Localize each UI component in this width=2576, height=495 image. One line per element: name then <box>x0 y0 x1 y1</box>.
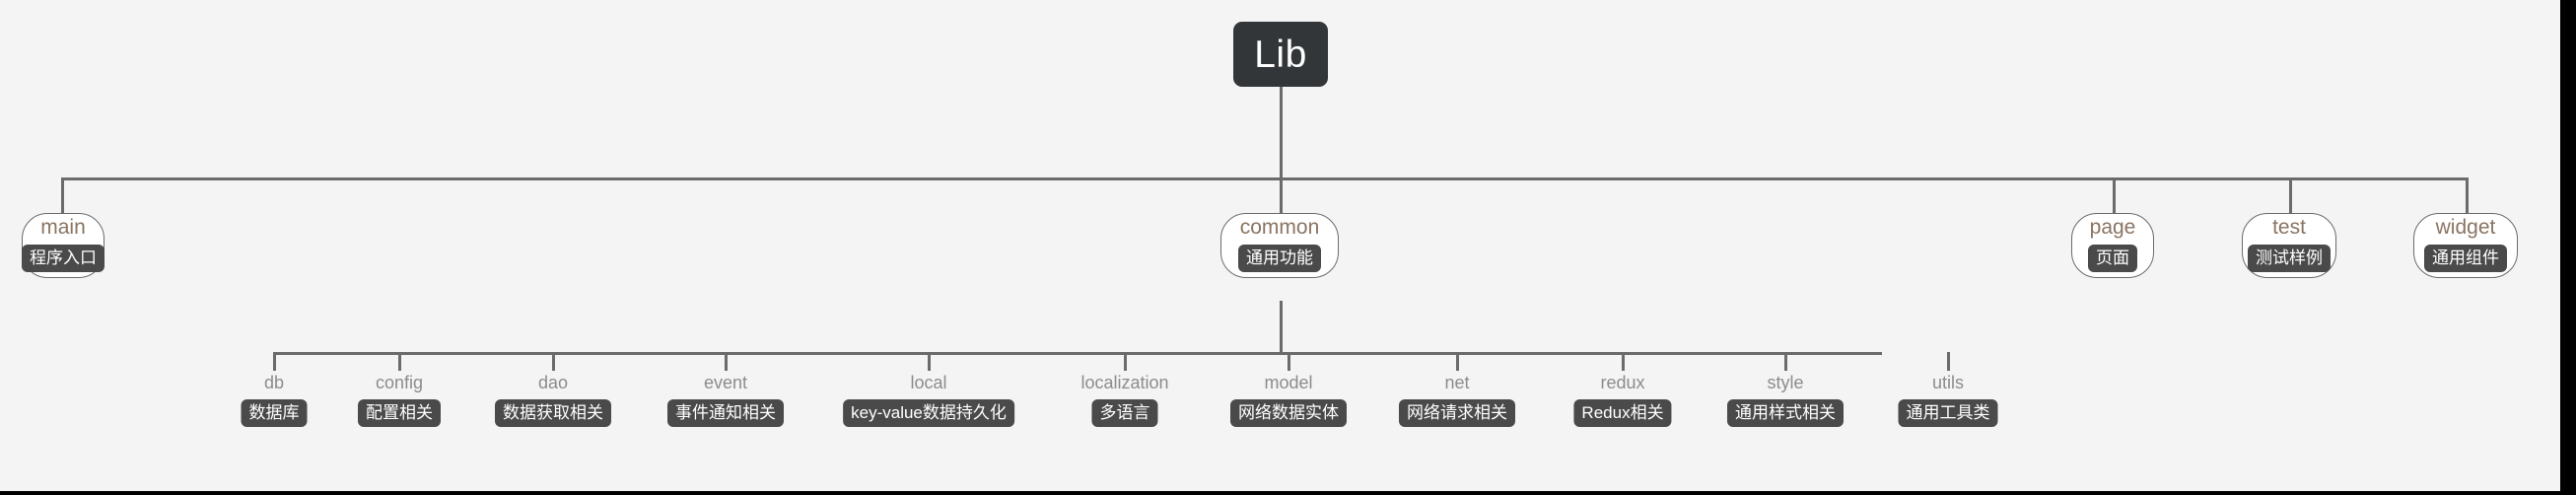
branch-node-page[interactable]: page 页面 <box>2071 213 2154 278</box>
leaf-node-utils-badge: 通用工具类 <box>1898 398 1998 427</box>
leaf-node-style-title: style <box>1767 373 1804 392</box>
leaf-node-db[interactable]: db 数据库 <box>241 373 308 427</box>
branch-node-test-badge: 测试样例 <box>2248 244 2331 273</box>
leaf-node-style-badge: 通用样式相关 <box>1727 398 1844 427</box>
right-edge-strip <box>2560 0 2576 495</box>
connector-drop-event <box>725 352 728 371</box>
leaf-node-event[interactable]: event 事件通知相关 <box>667 373 784 427</box>
connector-drop-main <box>61 177 64 214</box>
connector-drop-localization <box>1124 352 1127 371</box>
connector-drop-db <box>273 352 276 371</box>
leaf-node-dao[interactable]: dao 数据获取相关 <box>495 373 611 427</box>
leaf-node-local[interactable]: local key-value数据持久化 <box>843 373 1014 427</box>
connector-drop-model <box>1288 352 1290 371</box>
leaf-node-model[interactable]: model 网络数据实体 <box>1230 373 1347 427</box>
leaf-node-localization-title: localization <box>1080 373 1169 392</box>
leaf-node-db-title: db <box>263 373 285 392</box>
branch-node-common[interactable]: common 通用功能 <box>1220 213 1339 278</box>
connector-drop-config <box>398 352 401 371</box>
leaf-node-local-title: local <box>910 373 947 392</box>
leaf-node-config-badge: 配置相关 <box>358 398 441 427</box>
connector-root-stem <box>1280 87 1283 178</box>
leaf-node-net[interactable]: net 网络请求相关 <box>1399 373 1515 427</box>
connector-drop-test <box>2289 177 2292 214</box>
branch-node-common-title: common <box>1239 215 1320 239</box>
leaf-node-config[interactable]: config 配置相关 <box>358 373 441 427</box>
leaf-node-model-badge: 网络数据实体 <box>1230 398 1347 427</box>
leaf-node-utils-title: utils <box>1931 373 1964 392</box>
branch-node-common-badge: 通用功能 <box>1238 244 1321 273</box>
connector-drop-dao <box>552 352 555 371</box>
connector-drop-style <box>1784 352 1787 371</box>
leaf-node-net-badge: 网络请求相关 <box>1399 398 1515 427</box>
branch-node-page-badge: 页面 <box>2088 244 2137 273</box>
leaf-node-db-badge: 数据库 <box>241 398 308 427</box>
connector-drop-page <box>2113 177 2116 214</box>
leaf-node-event-badge: 事件通知相关 <box>667 398 784 427</box>
leaf-node-event-title: event <box>703 373 748 392</box>
leaf-node-redux-title: redux <box>1600 373 1645 392</box>
leaf-node-config-title: config <box>375 373 424 392</box>
connector-drop-common <box>1280 177 1283 214</box>
leaf-node-redux-badge: Redux相关 <box>1573 398 1672 427</box>
leaf-node-redux[interactable]: redux Redux相关 <box>1573 373 1672 427</box>
branch-node-main[interactable]: main 程序入口 <box>22 213 104 278</box>
leaf-node-model-title: model <box>1264 373 1313 392</box>
leaf-node-dao-title: dao <box>537 373 569 392</box>
leaf-node-net-title: net <box>1444 373 1470 392</box>
branch-node-widget-badge: 通用组件 <box>2424 244 2507 273</box>
bottom-edge-strip <box>0 491 2576 495</box>
connector-level2-bus <box>61 177 2467 180</box>
connector-common-stem <box>1280 301 1283 353</box>
root-node-label: Lib <box>1254 33 1307 76</box>
leaf-node-utils[interactable]: utils 通用工具类 <box>1898 373 1998 427</box>
leaf-node-local-badge: key-value数据持久化 <box>843 398 1014 427</box>
leaf-node-dao-badge: 数据获取相关 <box>495 398 611 427</box>
leaf-node-localization[interactable]: localization 多语言 <box>1080 373 1169 427</box>
connector-drop-net <box>1456 352 1459 371</box>
branch-node-test[interactable]: test 测试样例 <box>2242 213 2336 278</box>
branch-node-widget-title: widget <box>2435 215 2496 239</box>
connector-drop-widget <box>2466 177 2469 214</box>
connector-drop-local <box>928 352 931 371</box>
branch-node-main-title: main <box>40 215 86 239</box>
connector-drop-redux <box>1622 352 1625 371</box>
leaf-node-localization-badge: 多语言 <box>1091 398 1158 427</box>
leaf-node-style[interactable]: style 通用样式相关 <box>1727 373 1844 427</box>
root-node-lib[interactable]: Lib <box>1233 22 1328 87</box>
connector-drop-utils <box>1947 352 1950 371</box>
connector-level3-bus <box>273 352 1882 355</box>
branch-node-test-title: test <box>2272 215 2306 239</box>
branch-node-widget[interactable]: widget 通用组件 <box>2413 213 2518 278</box>
branch-node-page-title: page <box>2089 215 2136 239</box>
branch-node-main-badge: 程序入口 <box>22 244 104 273</box>
